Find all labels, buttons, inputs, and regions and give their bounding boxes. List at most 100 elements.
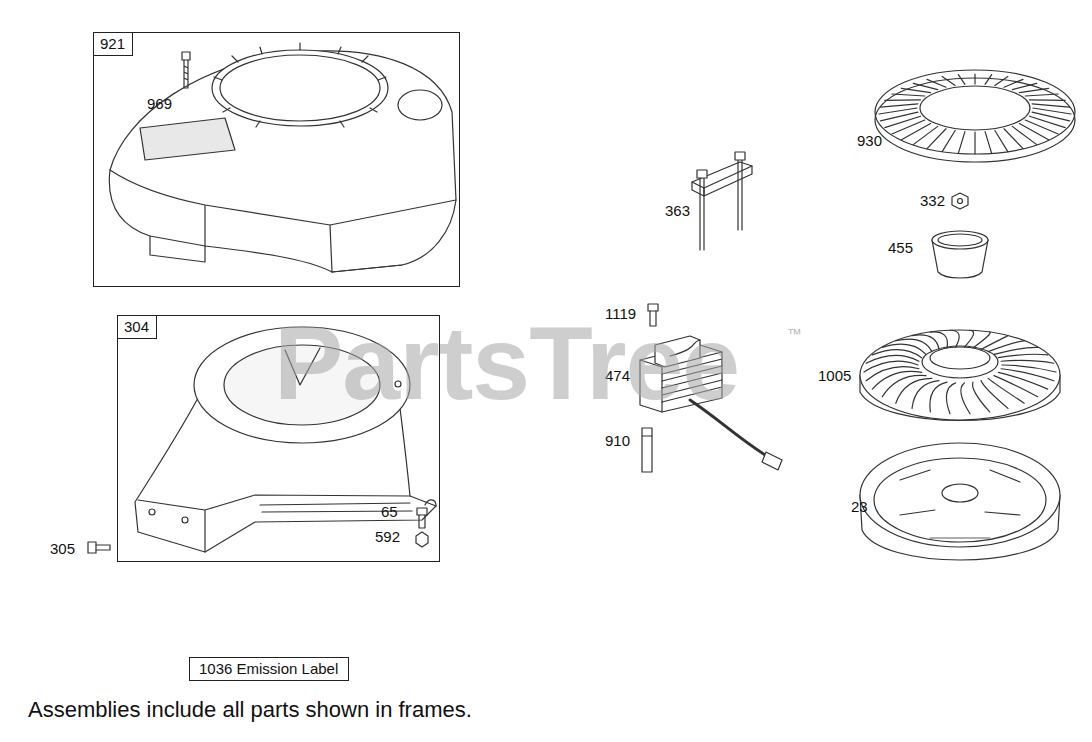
flywheel [930,538,990,539]
screen-rib [1025,120,1058,134]
fan-fin [961,383,970,414]
screw [182,52,190,60]
rotating-screen [875,78,1075,162]
screw [417,508,427,528]
fan-fin [912,381,939,409]
callout-number: 332 [920,192,945,210]
fan-fin [882,344,926,354]
spacer [642,435,652,436]
fan-fin [988,341,1024,352]
fan-fin [872,350,921,358]
blower-cover [220,55,380,121]
blower-cover [214,43,386,127]
screen-rib [901,88,930,92]
screen-rib [942,131,955,152]
blower-cover [109,43,456,272]
fan-fin [930,382,947,412]
screen-rib [1019,88,1048,92]
screen-rib [1004,129,1023,149]
screen-rib [892,94,925,96]
spacer [642,428,652,472]
screw [88,542,110,553]
caption: Assemblies include all parts shown in fr… [28,697,472,723]
screen-rib [892,120,925,134]
assembly-number-box: 921 [93,32,133,56]
starter-cup [932,231,988,249]
blower-housing [149,509,155,515]
callout-number: 65 [381,503,398,521]
armature [762,452,782,470]
screen-rib [995,131,1008,152]
note-box: 1036 Emission Label [189,657,349,681]
screw [417,508,427,515]
screw [184,60,188,88]
starter-cup [932,231,988,278]
blower-cover [109,51,456,272]
screen-rib [885,116,921,127]
flywheel [874,458,1046,542]
screen-rib [958,75,965,85]
blower-cover [398,90,442,120]
callout-number: 930 [857,132,882,150]
screen-rib [985,132,992,154]
screen-rib [1032,104,1069,107]
fan-fin [912,335,939,349]
screen-rib [1030,99,1066,101]
watermark: ™ [787,325,802,343]
screw [419,515,425,528]
blower-cover [212,50,388,126]
assembly-number: 304 [124,318,150,336]
callout-number: 455 [888,239,913,257]
cooling-fan [860,330,1060,420]
screen-rib [885,99,921,101]
fan-fin [950,330,959,347]
screen-rib [880,104,917,107]
fan-fin [866,367,919,381]
cooling-fan [860,330,1060,421]
flywheel [942,484,978,502]
nut [416,532,428,547]
screen-rib [942,76,955,85]
starter-cup [938,234,982,246]
screen-rib [913,126,937,144]
fan-fin [896,378,932,403]
callout-number: 1005 [818,367,851,385]
screen-rib [1019,123,1048,139]
fan-fin [930,332,947,348]
screen-rib [1012,83,1036,89]
nut [952,193,968,209]
fan-fin [994,347,1038,354]
callout-number: 363 [665,202,690,220]
screen-rib [1025,94,1058,96]
fan-fin [988,378,1024,403]
blower-housing [182,517,188,523]
screen-rib [985,75,992,85]
blower-cover [150,236,402,272]
assembly-frame: 969921 [93,32,460,287]
rotating-screen [875,70,1075,154]
screen-rib [913,83,937,89]
fan-fin [998,354,1047,357]
blower-housing [425,500,436,506]
rotating-screen [920,86,1030,130]
flywheel [860,443,1060,547]
fan-fin [981,381,1008,409]
nut [958,199,963,204]
fan-fin [872,371,921,389]
nut [952,193,968,209]
assembly-number: 921 [100,35,126,53]
screen-rib [974,132,975,154]
watermark: PartsTree [274,308,739,418]
note-text: 1036 Emission Label [199,660,339,678]
fan-fin [964,330,973,347]
blower-cover [110,170,456,225]
fan-fin [946,383,955,414]
fan-fin [1002,365,1056,372]
screen-rib [974,74,975,84]
fan-fin [994,376,1038,397]
screen-rib [1032,112,1069,121]
screen-rib [1004,79,1023,87]
nut [416,532,428,547]
callout-number: 23 [851,498,868,516]
callout-number: 592 [375,528,400,546]
